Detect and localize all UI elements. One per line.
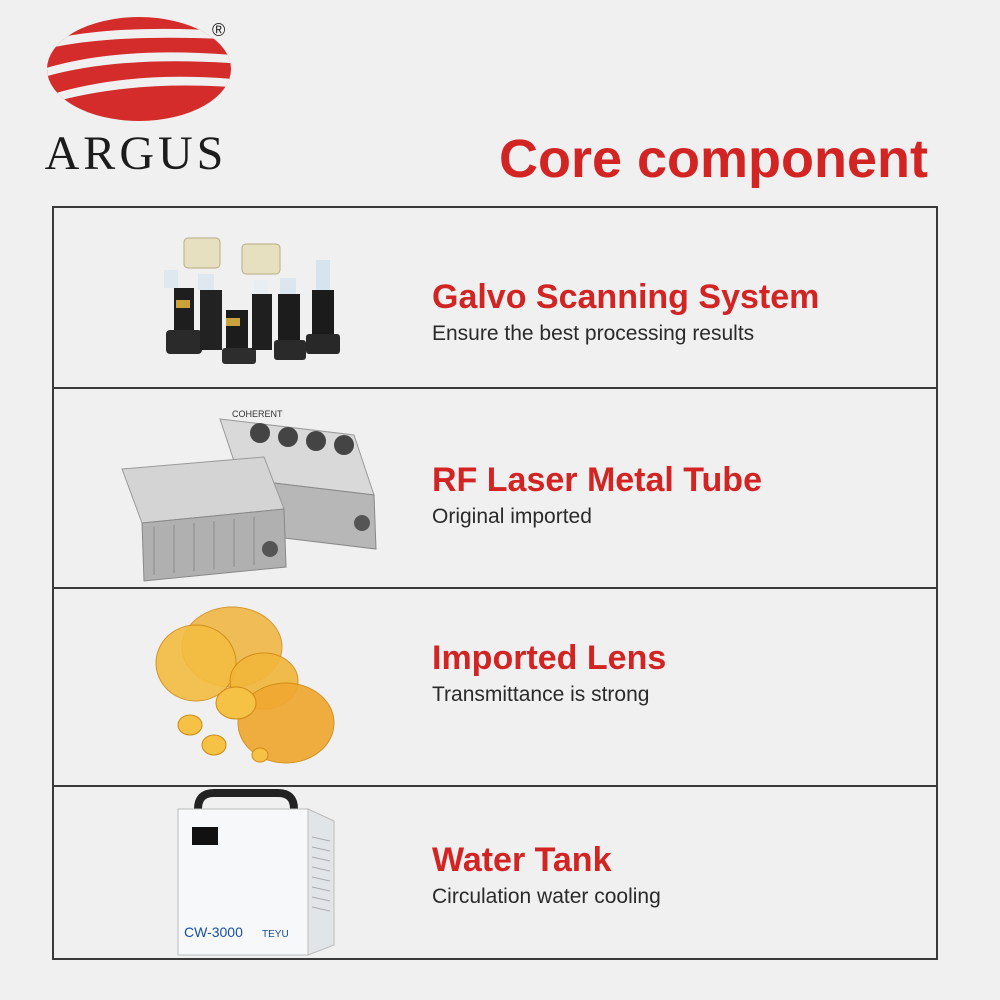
component-row-lens: Imported Lens Transmittance is strong — [54, 589, 936, 787]
page-title: Core component — [498, 129, 928, 189]
component-subtitle: Ensure the best processing results — [432, 322, 755, 345]
chiller-brand-label: TEYU — [262, 929, 289, 940]
component-subtitle: Transmittance is strong — [432, 683, 650, 706]
registered-mark: ® — [212, 20, 226, 40]
tube-brand-label: COHERENT — [232, 409, 283, 419]
component-row-water-tank: CW-3000 TEYU Water Tank Circulation wate… — [54, 787, 936, 960]
component-title: RF Laser Metal Tube — [432, 461, 762, 499]
component-row-rf-tube: COHERENT RF Laser Metal Tube Original im… — [54, 389, 936, 589]
brand-logo: ® ARGUS — [36, 14, 246, 180]
component-text-lens: Imported Lens Transmittance is strong — [432, 641, 666, 707]
component-title: Water Tank — [432, 841, 612, 879]
component-title: Galvo Scanning System — [432, 278, 820, 316]
chiller-model-label: CW-3000 — [184, 924, 243, 940]
component-subtitle: Circulation water cooling — [432, 885, 661, 908]
brand-name: ARGUS — [44, 127, 228, 180]
component-text-water-tank: Water Tank Circulation water cooling — [432, 843, 661, 909]
rf-laser-tube-image: COHERENT — [121, 409, 377, 582]
component-subtitle: Original imported — [432, 505, 592, 528]
water-chiller-image: CW-3000 TEYU — [177, 789, 335, 956]
argus-logo-icon — [47, 17, 231, 121]
component-text-rf-tube: RF Laser Metal Tube Original imported — [432, 463, 762, 529]
component-title: Imported Lens — [432, 639, 667, 677]
component-row-galvo: Galvo Scanning System Ensure the best pr… — [54, 208, 936, 389]
galvo-scanner-image — [164, 237, 340, 364]
component-table: Galvo Scanning System Ensure the best pr… — [52, 206, 938, 960]
component-text-galvo: Galvo Scanning System Ensure the best pr… — [432, 280, 819, 346]
lens-image — [155, 606, 335, 764]
